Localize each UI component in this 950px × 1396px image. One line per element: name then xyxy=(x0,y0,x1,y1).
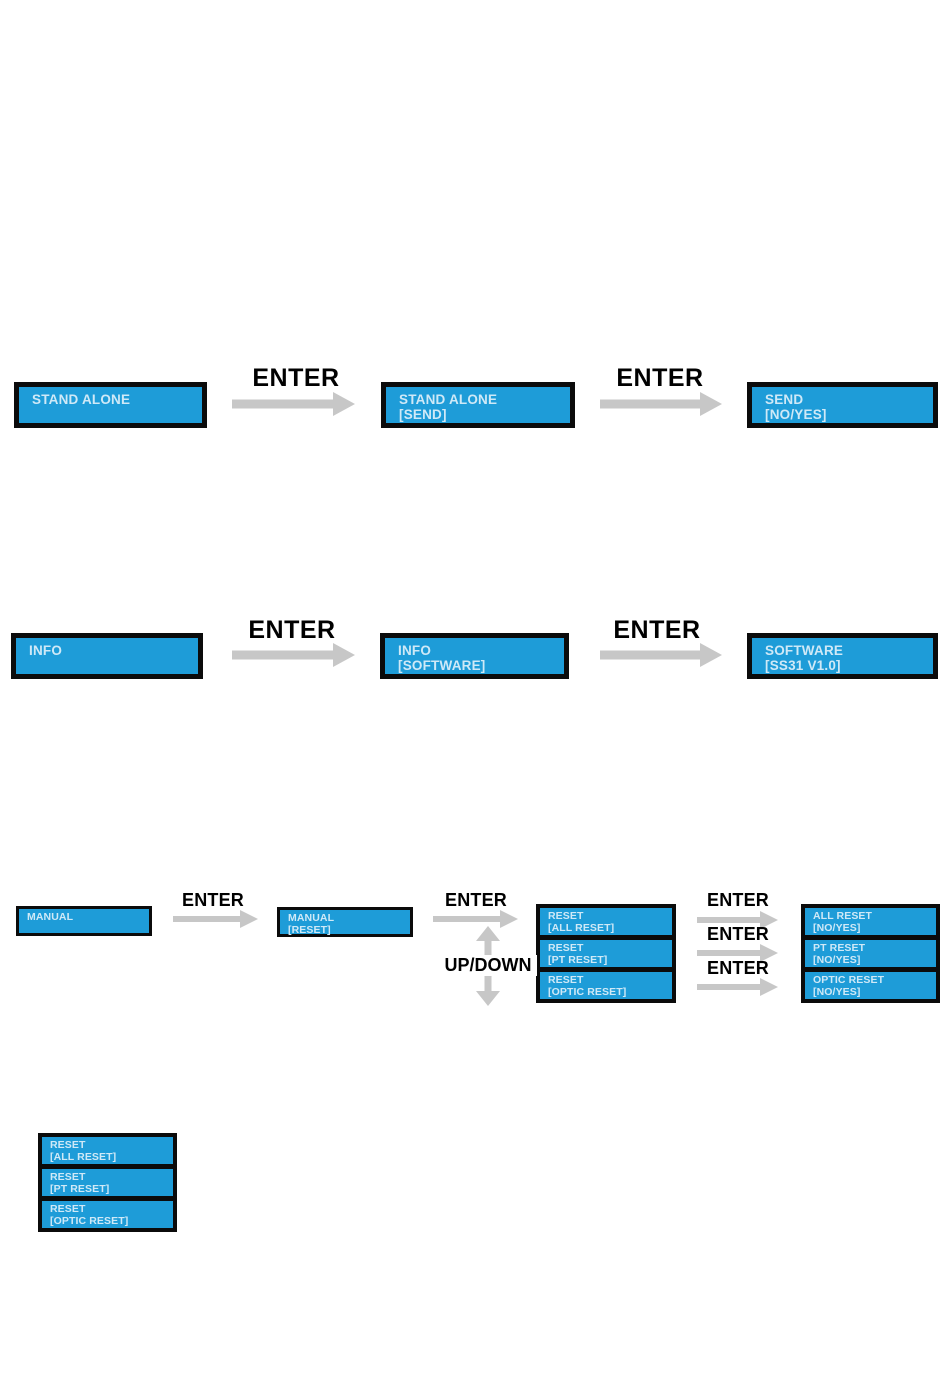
lcd-screen-reset-optic: RESET [OPTIC RESET] xyxy=(540,972,672,999)
right-arrow-icon xyxy=(173,910,258,928)
lcd-line: [RESET] xyxy=(288,924,331,936)
arrow-head xyxy=(333,643,355,667)
lcd-line: [ALL RESET] xyxy=(548,922,615,934)
lcd-line: [ALL RESET] xyxy=(50,1151,117,1163)
arrow-head-down xyxy=(476,991,500,1006)
lcd-line: RESET xyxy=(50,1139,86,1151)
lcd-screen-software-version: SOFTWARE [SS31 V1.0] xyxy=(747,633,938,679)
lcd-line: [SOFTWARE] xyxy=(398,658,486,673)
enter-key-label: ENTER xyxy=(252,364,340,392)
right-arrow-icon xyxy=(433,910,518,928)
lcd-line: [NO/YES] xyxy=(765,407,827,422)
arrow-head xyxy=(760,978,778,996)
lcd-line: INFO xyxy=(29,643,63,658)
arrow-shaft xyxy=(697,984,762,990)
lcd-screen-manual: MANUAL xyxy=(16,906,152,936)
lcd-line: STAND ALONE xyxy=(32,392,131,407)
right-arrow-icon xyxy=(697,911,778,929)
arrow-head xyxy=(760,911,778,929)
enter-key-label: ENTER xyxy=(181,890,244,910)
lcd-line: RESET xyxy=(548,974,584,986)
lcd-line: MANUAL xyxy=(288,912,335,924)
lcd-line: RESET xyxy=(50,1171,86,1183)
enter-key-label: ENTER xyxy=(613,616,701,644)
lcd-screen-info-software: INFO [SOFTWARE] xyxy=(380,633,569,679)
lcd-line: SOFTWARE xyxy=(765,643,844,658)
lcd-line: RESET xyxy=(50,1203,86,1215)
lcd-line: [PT RESET] xyxy=(548,954,608,966)
lcd-line: STAND ALONE xyxy=(399,392,498,407)
arrow-shaft xyxy=(600,399,702,409)
detached-reset-menu-stack: RESET [ALL RESET] RESET [PT RESET] RESET… xyxy=(38,1133,177,1232)
lcd-screen-info: INFO xyxy=(11,633,203,679)
lcd-screen-manual-reset: MANUAL [RESET] xyxy=(277,907,413,937)
arrow-shaft xyxy=(697,950,762,956)
arrow-shaft xyxy=(173,916,242,922)
lcd-line: [NO/YES] xyxy=(813,986,861,998)
reset-confirm-stack: ALL RESET [NO/YES] PT RESET [NO/YES] OPT… xyxy=(801,904,940,1003)
arrow-head xyxy=(760,944,778,962)
arrow-head xyxy=(333,392,355,416)
lcd-line: [PT RESET] xyxy=(50,1183,110,1195)
arrow-shaft xyxy=(232,399,335,409)
lcd-line: RESET xyxy=(548,910,584,922)
lcd-screen-send-noyes: SEND [NO/YES] xyxy=(747,382,938,428)
right-arrow-icon xyxy=(232,641,355,669)
arrow-shaft xyxy=(697,917,762,923)
up-down-key-label: UP/DOWN xyxy=(439,955,537,976)
lcd-screen-pt-reset-noyes: PT RESET [NO/YES] xyxy=(805,940,936,967)
right-arrow-icon xyxy=(600,390,722,418)
arrow-head xyxy=(240,910,258,928)
enter-key-label: ENTER xyxy=(706,958,769,978)
lcd-screen-reset-optic: RESET [OPTIC RESET] xyxy=(42,1201,173,1228)
right-arrow-icon xyxy=(697,944,778,962)
right-arrow-icon xyxy=(232,390,355,418)
lcd-screen-stand-alone-send: STAND ALONE [SEND] xyxy=(381,382,575,428)
lcd-line: INFO xyxy=(398,643,432,658)
arrow-shaft xyxy=(433,916,502,922)
lcd-screen-reset-pt: RESET [PT RESET] xyxy=(42,1169,173,1196)
lcd-line: ALL RESET xyxy=(813,910,873,922)
enter-key-label: ENTER xyxy=(616,364,704,392)
arrow-shaft xyxy=(232,650,335,660)
lcd-line: MANUAL xyxy=(27,911,74,923)
lcd-screen-reset-all: RESET [ALL RESET] xyxy=(540,908,672,935)
lcd-line: [OPTIC RESET] xyxy=(548,986,627,998)
right-arrow-icon xyxy=(697,978,778,996)
lcd-screen-reset-pt: RESET [PT RESET] xyxy=(540,940,672,967)
lcd-line: [OPTIC RESET] xyxy=(50,1215,129,1227)
lcd-line: PT RESET xyxy=(813,942,866,954)
lcd-screen-optic-reset-noyes: OPTIC RESET [NO/YES] xyxy=(805,972,936,999)
right-arrow-icon xyxy=(600,641,722,669)
lcd-screen-stand-alone: STAND ALONE xyxy=(14,382,207,428)
arrow-head xyxy=(700,643,722,667)
enter-key-label: ENTER xyxy=(706,890,769,910)
lcd-screen-all-reset-noyes: ALL RESET [NO/YES] xyxy=(805,908,936,935)
lcd-line: OPTIC RESET xyxy=(813,974,885,986)
arrow-head xyxy=(700,392,722,416)
enter-key-label: ENTER xyxy=(706,924,769,944)
lcd-line: [SS31 V1.0] xyxy=(765,658,841,673)
reset-menu-stack: RESET [ALL RESET] RESET [PT RESET] RESET… xyxy=(536,904,676,1003)
arrow-head-up xyxy=(476,926,500,941)
lcd-line: [SEND] xyxy=(399,407,447,422)
enter-key-label: ENTER xyxy=(444,890,507,910)
enter-key-label: ENTER xyxy=(248,616,336,644)
lcd-line: RESET xyxy=(548,942,584,954)
arrow-shaft xyxy=(600,650,702,660)
lcd-line: [NO/YES] xyxy=(813,922,861,934)
lcd-screen-reset-all: RESET [ALL RESET] xyxy=(42,1137,173,1164)
lcd-line: [NO/YES] xyxy=(813,954,861,966)
lcd-line: SEND xyxy=(765,392,804,407)
arrow-head xyxy=(500,910,518,928)
